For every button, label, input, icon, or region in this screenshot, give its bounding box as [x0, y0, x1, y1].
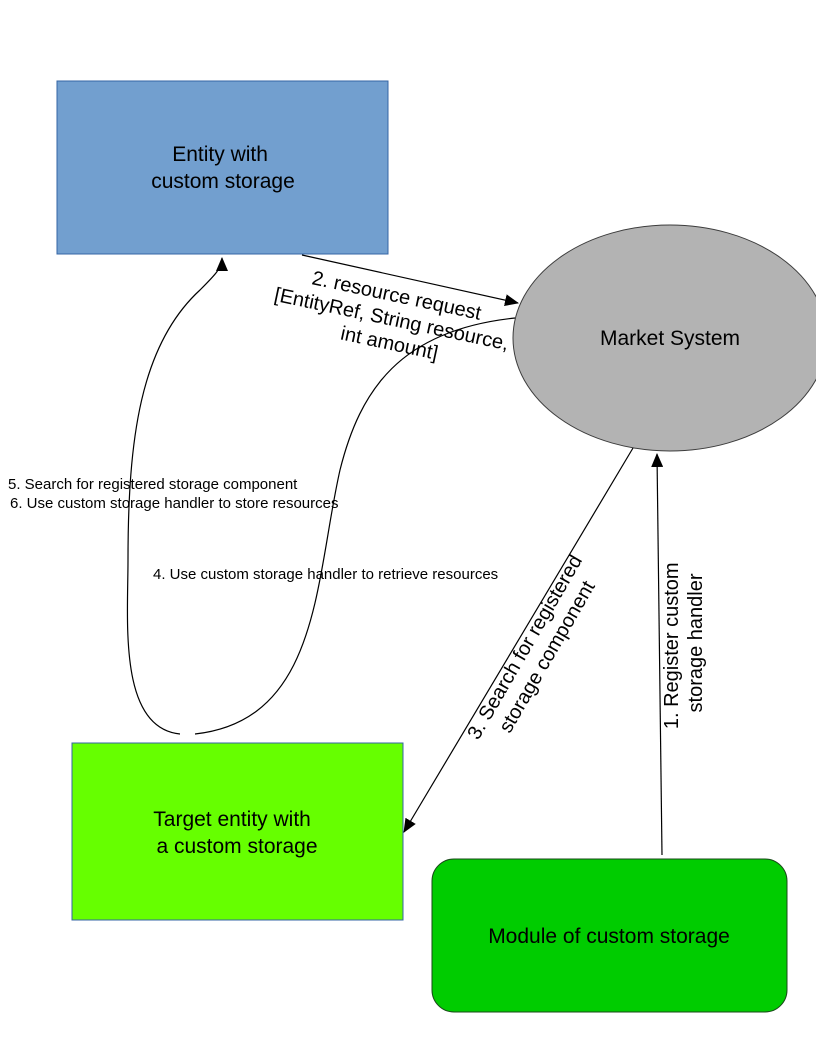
- market-system-label: Market System: [600, 327, 740, 350]
- edge-search-and-store: [126, 257, 228, 735]
- module-custom-storage-label: Module of custom storage: [488, 925, 730, 948]
- edge-register-handler: [651, 453, 664, 856]
- retrieve-resources-label: 4. Use custom storage handler to retriev…: [153, 566, 498, 583]
- node-market-system: Market System: [512, 224, 816, 452]
- edge-resource-request: [301, 254, 519, 307]
- entity-custom-storage-box: [56, 80, 389, 255]
- module-custom-storage-box: [431, 858, 788, 1013]
- edge-retrieve-resources: [194, 317, 516, 735]
- target-entity-box: [71, 742, 404, 921]
- node-module-custom-storage: Module of custom storage: [431, 858, 788, 1013]
- target-entity-label: Target entity with a custom storage: [153, 808, 317, 858]
- register-handler-label: 1. Register custom storage handler: [661, 557, 707, 729]
- entity-custom-storage-label: Entity with custom storage: [151, 143, 295, 193]
- node-entity-custom-storage: Entity with custom storage: [56, 80, 389, 255]
- resource-request-label: 2. resource request [EntityRef, String r…: [267, 260, 521, 379]
- edge-search-component: [403, 447, 634, 833]
- search-and-store-label: 5. Search for registered storage compone…: [8, 476, 339, 512]
- market-system-ellipse: [512, 224, 816, 452]
- node-target-entity: Target entity with a custom storage: [71, 742, 404, 921]
